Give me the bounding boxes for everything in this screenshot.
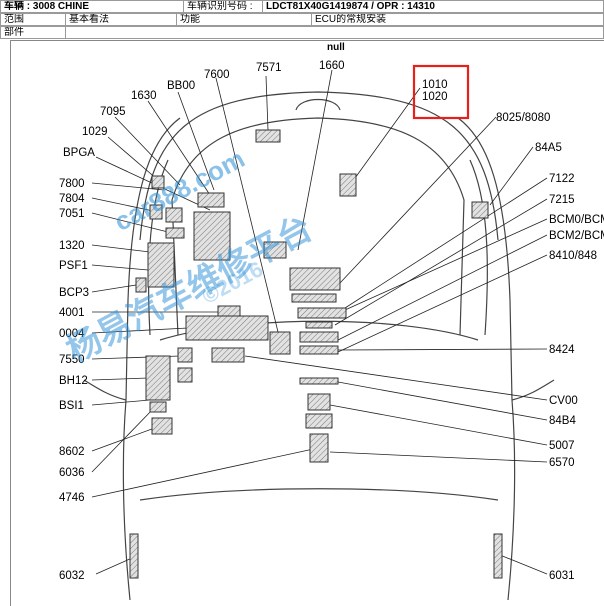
label-bb00: BB00 (167, 80, 195, 92)
label-7571: 7571 (256, 62, 282, 74)
label-7800: 7800 (59, 178, 85, 190)
label-bpga: BPGA (63, 147, 95, 159)
ecu-1010 (339, 173, 357, 197)
ecu-bcm2 (297, 307, 347, 319)
label-7095: 7095 (100, 106, 126, 118)
parts-value (65, 26, 604, 39)
ecu-1029 (151, 175, 165, 189)
label-84b4: 84B4 (549, 415, 576, 427)
info-header: 车辆 : 3008 CHINE 车辆识别号码 : LDCT81X40G14198… (0, 0, 604, 39)
label-4001: 4001 (59, 307, 85, 319)
label-8602: 8602 (59, 446, 85, 458)
ecu-8410 (305, 321, 333, 329)
label-1320: 1320 (59, 240, 85, 252)
label-8410: 8410/848 (549, 250, 597, 262)
label-7550: 7550 (59, 354, 85, 366)
label-7600: 7600 (204, 69, 230, 81)
ecu-84a5 (471, 201, 489, 219)
ecu-5007 (307, 393, 331, 411)
vin-value: LDCT81X40G1419874 / OPR : 14310 (262, 0, 604, 13)
ecu-1630 (193, 211, 231, 261)
ecu-5007b (305, 413, 333, 429)
label-8424: 8424 (549, 344, 575, 356)
leader-lines (91, 69, 548, 575)
vehicle-label: 车辆 : 3008 CHINE (0, 0, 184, 13)
label-top: null (327, 42, 345, 53)
car-outline (83, 91, 555, 601)
ecu-8424 (299, 345, 339, 355)
ecu-components (129, 129, 503, 579)
label-cv00: CV00 (549, 395, 578, 407)
function-value: ECU的常规安装 (311, 13, 604, 26)
label-psf1: PSF1 (59, 260, 88, 272)
component-labels: null 7600 7571 1660 1630 BB00 7095 1029 … (59, 42, 604, 582)
ecu-6036 (151, 417, 173, 435)
label-bsi1: BSI1 (59, 400, 84, 412)
ecu-7600 (269, 331, 291, 355)
ecu-7051 (165, 227, 185, 239)
label-bcm0: BCM0/BCM (549, 214, 604, 226)
label-1010: 1010 (422, 79, 448, 91)
label-1029: 1029 (82, 126, 108, 138)
label-6031: 6031 (549, 570, 575, 582)
ecu-8025 (289, 267, 341, 291)
ecu-0004 (185, 315, 269, 341)
scope-value: 基本看法 (65, 13, 177, 26)
ecu-7804 (149, 204, 163, 220)
label-bcm2: BCM2/BCM (549, 230, 604, 242)
ecu-84b0 (299, 331, 339, 343)
ecu-7571 (255, 129, 281, 143)
label-6032: 6032 (59, 570, 85, 582)
label-bh12: BH12 (59, 375, 88, 387)
label-1660: 1660 (319, 60, 345, 72)
label-6036: 6036 (59, 467, 85, 479)
ecu-6031 (493, 533, 503, 579)
label-7122: 7122 (549, 173, 575, 185)
ecu-7550 (177, 347, 193, 363)
highlight-box (412, 64, 470, 120)
ecu-cv00 (211, 347, 245, 363)
ecu-bcp3 (135, 277, 147, 293)
label-1630: 1630 (131, 90, 157, 102)
label-84a5: 84A5 (535, 142, 562, 154)
ecu-bcm0 (291, 293, 337, 303)
label-7804: 7804 (59, 193, 85, 205)
ecu-bsi1 (145, 355, 171, 401)
ecu-bb00 (197, 192, 225, 208)
label-5007: 5007 (549, 440, 575, 452)
ecu-6032 (129, 533, 139, 579)
ecu-bh12 (177, 367, 193, 383)
ecu-1660 (263, 241, 287, 259)
label-bcp3: BCP3 (59, 287, 89, 299)
label-7215: 7215 (549, 194, 575, 206)
label-4746: 4746 (59, 492, 85, 504)
ecu-84b4 (299, 377, 339, 385)
label-0004: 0004 (59, 328, 85, 340)
label-7051: 7051 (59, 208, 85, 220)
label-1020: 1020 (422, 91, 448, 103)
ecu-7800 (165, 207, 183, 223)
ecu-1320 (147, 242, 175, 288)
diagram-frame (10, 40, 604, 606)
label-8025: 8025/8080 (496, 112, 550, 124)
ecu-8602 (149, 401, 167, 413)
label-6570: 6570 (549, 457, 575, 469)
ecu-6570 (309, 433, 329, 463)
